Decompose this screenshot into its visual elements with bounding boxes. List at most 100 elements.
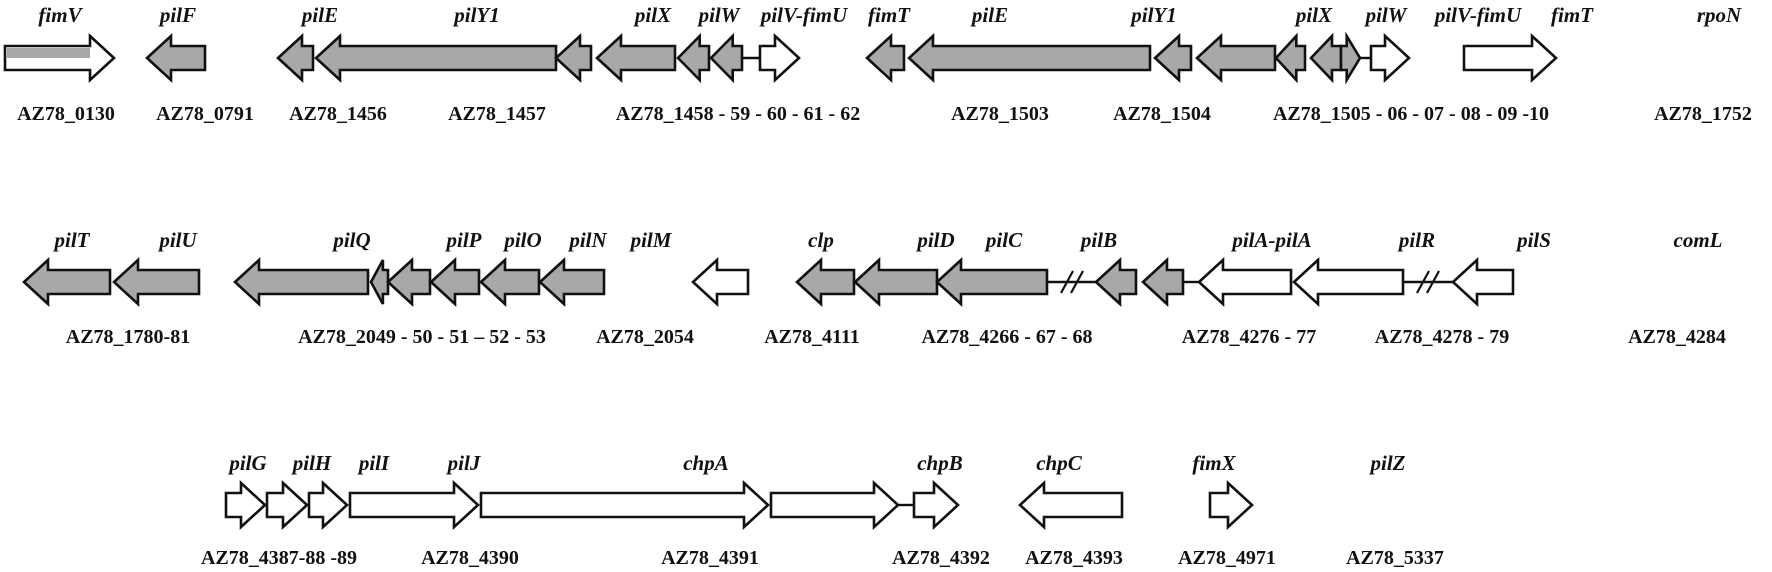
locus-label: AZ78_1457 xyxy=(448,103,546,125)
gene-label-pilW: pilW xyxy=(697,3,741,27)
gene-label-clp: clp xyxy=(808,228,834,252)
gene-label-pilR: pilR xyxy=(1397,228,1435,252)
gene-arrow-chpB xyxy=(769,480,900,530)
gene-arrow-pilH xyxy=(265,480,309,530)
gene-label-pilA-pilA: pilA-pilA xyxy=(1230,228,1311,252)
gene-label-pilX: pilX xyxy=(1294,3,1333,27)
gene-label-pilC: pilC xyxy=(984,228,1023,252)
gene-arrow-comL xyxy=(1451,257,1515,307)
gene-arrow-pilS xyxy=(1292,257,1405,307)
gene-arrows xyxy=(3,31,1558,530)
gene-label-pilN: pilN xyxy=(567,228,607,252)
gene-label-pilU: pilU xyxy=(157,228,198,252)
gene-arrow-pilJ xyxy=(348,480,480,530)
gene-arrow-pilY1 xyxy=(907,33,1152,83)
gene-label-pilV-fimU: pilV-fimU xyxy=(759,3,849,27)
gene-label-comL: comL xyxy=(1674,228,1723,252)
locus-label: AZ78_0130 xyxy=(17,103,115,125)
gene-label-pilQ: pilQ xyxy=(331,228,370,252)
gene-label-fimV: fimV xyxy=(38,3,83,27)
gene-arrow-pilM xyxy=(538,257,606,307)
gene-label-pilT: pilT xyxy=(53,228,91,252)
gene-label-pilV-fimU: pilV-fimU xyxy=(1433,3,1523,27)
break-marks xyxy=(1060,270,1440,294)
gene-arrow-pilU xyxy=(112,257,201,307)
gene-arrow-rpoN xyxy=(1462,33,1558,83)
gene-label-pilF: pilF xyxy=(158,3,196,27)
gene-label-pilW: pilW xyxy=(1364,3,1408,27)
locus-label: AZ78_1752 xyxy=(1654,103,1752,125)
gene-label-pilZ: pilZ xyxy=(1369,451,1406,475)
gene-label-pilY1: pilY1 xyxy=(1129,3,1177,27)
locus-label: AZ78_1780-81 xyxy=(66,326,190,348)
locus-label: AZ78_1503 xyxy=(951,103,1049,125)
gene-arrow-pilW xyxy=(595,33,677,83)
break-slash xyxy=(1416,270,1430,294)
gene-arrow-pilO xyxy=(429,257,481,307)
gene-arrow-chpA xyxy=(479,480,770,530)
gene-label-fimT: fimT xyxy=(1551,3,1594,27)
gene-arrow-pilW xyxy=(1195,33,1277,83)
locus-label: AZ78_4390 xyxy=(421,547,519,569)
gene-label-pilJ: pilJ xyxy=(446,451,482,475)
gene-label-chpB: chpB xyxy=(917,451,963,475)
gene-label-pilM: pilM xyxy=(629,228,673,252)
gene-label-fimT: fimT xyxy=(868,3,911,27)
gene-label-pilG: pilG xyxy=(227,451,266,475)
gene-arrow-pilA-pilA xyxy=(1141,257,1185,307)
gene-arrow-fimT xyxy=(758,33,801,83)
gene-arrow-pilX xyxy=(1153,33,1193,83)
gene-arrow-stripe xyxy=(7,48,90,58)
locus-label: AZ78_1456 xyxy=(289,103,387,125)
locus-label: AZ78_1505 - 06 - 07 - 08 - 09 -10 xyxy=(1273,103,1549,125)
gene-arrow-clp xyxy=(691,257,750,307)
gene-arrow-pilP xyxy=(386,257,432,307)
gene-label-chpA: chpA xyxy=(683,451,729,475)
gene-arrow-pilT xyxy=(22,257,112,307)
locus-label: AZ78_4111 xyxy=(764,326,860,348)
gene-label-pilP: pilP xyxy=(445,228,482,252)
gene-arrow-fimT xyxy=(1369,33,1411,83)
locus-label: AZ78_4971 xyxy=(1178,547,1276,569)
gene-arrow-pilZ xyxy=(1208,480,1254,530)
gene-label-pilS: pilS xyxy=(1515,228,1551,252)
gene-arrow-pilQ xyxy=(233,257,370,307)
locus-label: AZ78_1504 xyxy=(1113,103,1211,125)
break-slash xyxy=(1426,270,1440,294)
gene-arrow-pilV-fimU xyxy=(1274,32,1307,84)
gene-arrow-pilN xyxy=(479,257,541,307)
gene-arrow-pilI xyxy=(307,480,349,530)
gene-label-pilX: pilX xyxy=(633,3,672,27)
locus-label: AZ78_4391 xyxy=(661,547,759,569)
locus-label: AZ78_4387-88 -89 xyxy=(201,547,357,569)
gene-arrow-pilE xyxy=(276,33,315,83)
gene-label-pilY1: pilY1 xyxy=(452,3,500,27)
locus-label: AZ78_2049 - 50 - 51 – 52 - 53 xyxy=(298,326,546,348)
gene-label-pilE: pilE xyxy=(300,3,338,27)
gene-arrow-pilV-fimU xyxy=(1309,32,1343,84)
gene-label-pilO: pilO xyxy=(502,228,541,252)
gene-label-pilI: pilI xyxy=(357,451,390,475)
gene-arrow-pilE xyxy=(865,33,906,83)
connector-lines xyxy=(742,56,1453,507)
locus-label: AZ78_4284 xyxy=(1628,326,1726,348)
gene-label-chpC: chpC xyxy=(1036,451,1083,475)
gene-arrow-pilD xyxy=(795,257,856,307)
gene-arrow-pilR xyxy=(1197,257,1293,307)
locus-label: AZ78_5337 xyxy=(1346,547,1444,569)
locus-label: AZ78_4392 xyxy=(892,547,990,569)
gene-arrow-chpC xyxy=(912,480,960,530)
locus-label: AZ78_0791 xyxy=(156,103,254,125)
gene-arrow-pilV-fimU xyxy=(676,32,711,84)
gene-arrow-pilV-fimU xyxy=(1339,31,1362,85)
locus-label: AZ78_4393 xyxy=(1025,547,1123,569)
break-slash xyxy=(1070,270,1084,294)
gene-arrow-pilB xyxy=(935,257,1049,307)
gene-labels: fimV pilF pilE pilY1 pilX pilW pilV-fimU… xyxy=(17,3,1752,569)
gene-label-pilD: pilD xyxy=(915,228,954,252)
locus-label: AZ78_2054 xyxy=(596,326,694,348)
gene-arrow-pilA-pilA xyxy=(1094,257,1138,307)
gene-arrow-pilF xyxy=(145,33,207,83)
gene-arrow-pilY1 xyxy=(314,33,558,83)
